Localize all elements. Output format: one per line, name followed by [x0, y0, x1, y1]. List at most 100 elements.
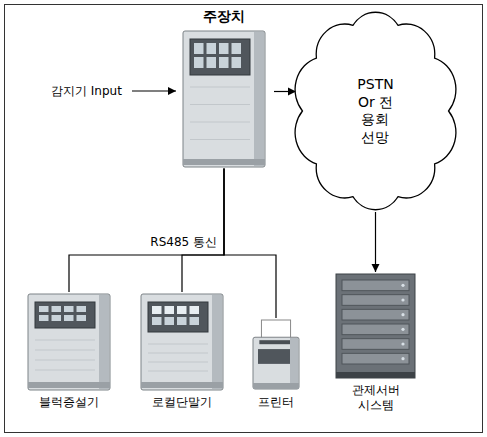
- printer-slot: [259, 340, 292, 344]
- printer-unit: 프린터: [246, 318, 306, 410]
- bus-line: [224, 169, 276, 319]
- cabinet-seam: [148, 362, 208, 363]
- panel-window: [165, 317, 175, 325]
- illustration-group: [336, 274, 415, 378]
- illustration-group: [28, 294, 110, 390]
- node-label: 로컬단말기: [138, 395, 226, 410]
- cabinet-side: [99, 295, 109, 389]
- cabinet-body: [141, 294, 223, 390]
- bus-line: [69, 169, 224, 293]
- cabinet-base: [183, 159, 265, 165]
- panel-window: [190, 306, 200, 314]
- server-bay: [342, 309, 409, 320]
- cabinet-side: [254, 32, 264, 166]
- printer-side: [290, 338, 298, 386]
- panel-window: [177, 306, 187, 314]
- panel-window: [232, 57, 242, 68]
- cabinet-seam: [35, 340, 95, 341]
- illustration-group: [253, 320, 299, 389]
- device-illustration: [138, 292, 226, 392]
- server-base: [336, 372, 415, 378]
- panel-window: [52, 315, 62, 321]
- cabinet-base: [28, 382, 110, 388]
- node-label: PSTN Or 전용회선망: [357, 76, 393, 146]
- cabinet-base: [141, 382, 223, 388]
- panel-window: [39, 306, 49, 312]
- printer-body: [253, 337, 299, 389]
- panel-window: [232, 43, 242, 54]
- cabinet-panel: [190, 39, 250, 75]
- network-cloud: PSTN Or 전용회선망: [293, 10, 458, 212]
- node-label: 주장치: [174, 8, 274, 26]
- cabinet-seam: [35, 370, 95, 371]
- flow-arrow: [375, 212, 376, 272]
- panel-window: [207, 43, 217, 54]
- node-label: 관제서버 시스템: [345, 383, 407, 413]
- cabinet-seam: [190, 139, 250, 140]
- server-light: [401, 313, 404, 316]
- panel-window: [77, 306, 87, 312]
- panel-window: [52, 306, 62, 312]
- server-bay: [342, 280, 409, 291]
- cabinet-seam: [190, 104, 250, 105]
- illustration-group: [183, 31, 265, 167]
- server-light: [401, 298, 404, 301]
- extension-unit: 블럭증설기: [21, 292, 117, 410]
- cabinet-seam: [148, 371, 208, 372]
- panel-window: [165, 306, 175, 314]
- cabinet-side: [212, 295, 222, 389]
- panel-window: [64, 306, 74, 312]
- cloud-path: [295, 12, 456, 209]
- cabinet-seam: [148, 344, 208, 345]
- printer-panel: [258, 349, 294, 364]
- server-light: [401, 328, 404, 331]
- panel-window: [207, 57, 217, 68]
- input-label: 감지기 Input: [50, 84, 132, 98]
- server-bay: [342, 339, 409, 350]
- device-illustration: [246, 318, 306, 392]
- panel-window: [77, 315, 87, 321]
- node-label: 프린터: [246, 395, 306, 410]
- server-bay: [342, 295, 409, 306]
- main-unit: 주장치: [174, 8, 274, 169]
- server-bay: [342, 353, 409, 364]
- local-terminal: 로컬단말기: [138, 292, 226, 410]
- panel-window: [64, 315, 74, 321]
- input-arrow: [132, 90, 176, 91]
- server-light: [401, 284, 404, 287]
- panel-window: [39, 315, 49, 321]
- bus-label: RS485 통신: [126, 235, 218, 249]
- panel-window: [190, 317, 200, 325]
- bus-line: [182, 169, 224, 293]
- device-illustration: [21, 292, 117, 392]
- cabinet-seam: [35, 360, 95, 361]
- cabinet-body: [183, 31, 265, 167]
- panel-window: [219, 57, 229, 68]
- panel-window: [177, 317, 187, 325]
- panel-window: [152, 317, 162, 325]
- device-illustration: [328, 272, 423, 380]
- cabinet-body: [28, 294, 110, 390]
- device-illustration: [174, 29, 274, 169]
- panel-window: [194, 43, 204, 54]
- panel-window: [194, 57, 204, 68]
- cabinet-seam: [35, 350, 95, 351]
- server-body: [336, 274, 415, 378]
- node-label: 블럭증설기: [21, 395, 117, 410]
- cabinet-seam: [148, 353, 208, 354]
- server-unit: 관제서버 시스템: [328, 272, 423, 413]
- server-bay: [342, 324, 409, 335]
- illustration-group: [141, 294, 223, 390]
- flow-arrow: [274, 91, 296, 92]
- cabinet-seam: [190, 86, 250, 87]
- cabinet-seam: [190, 121, 250, 122]
- panel-window: [219, 43, 229, 54]
- printer-base: [253, 383, 299, 389]
- frame-border: [5, 5, 483, 433]
- cabinet-panel: [35, 302, 95, 328]
- cabinet-panel: [148, 302, 208, 332]
- panel-window: [152, 306, 162, 314]
- server-light: [401, 342, 404, 345]
- server-light: [401, 357, 404, 360]
